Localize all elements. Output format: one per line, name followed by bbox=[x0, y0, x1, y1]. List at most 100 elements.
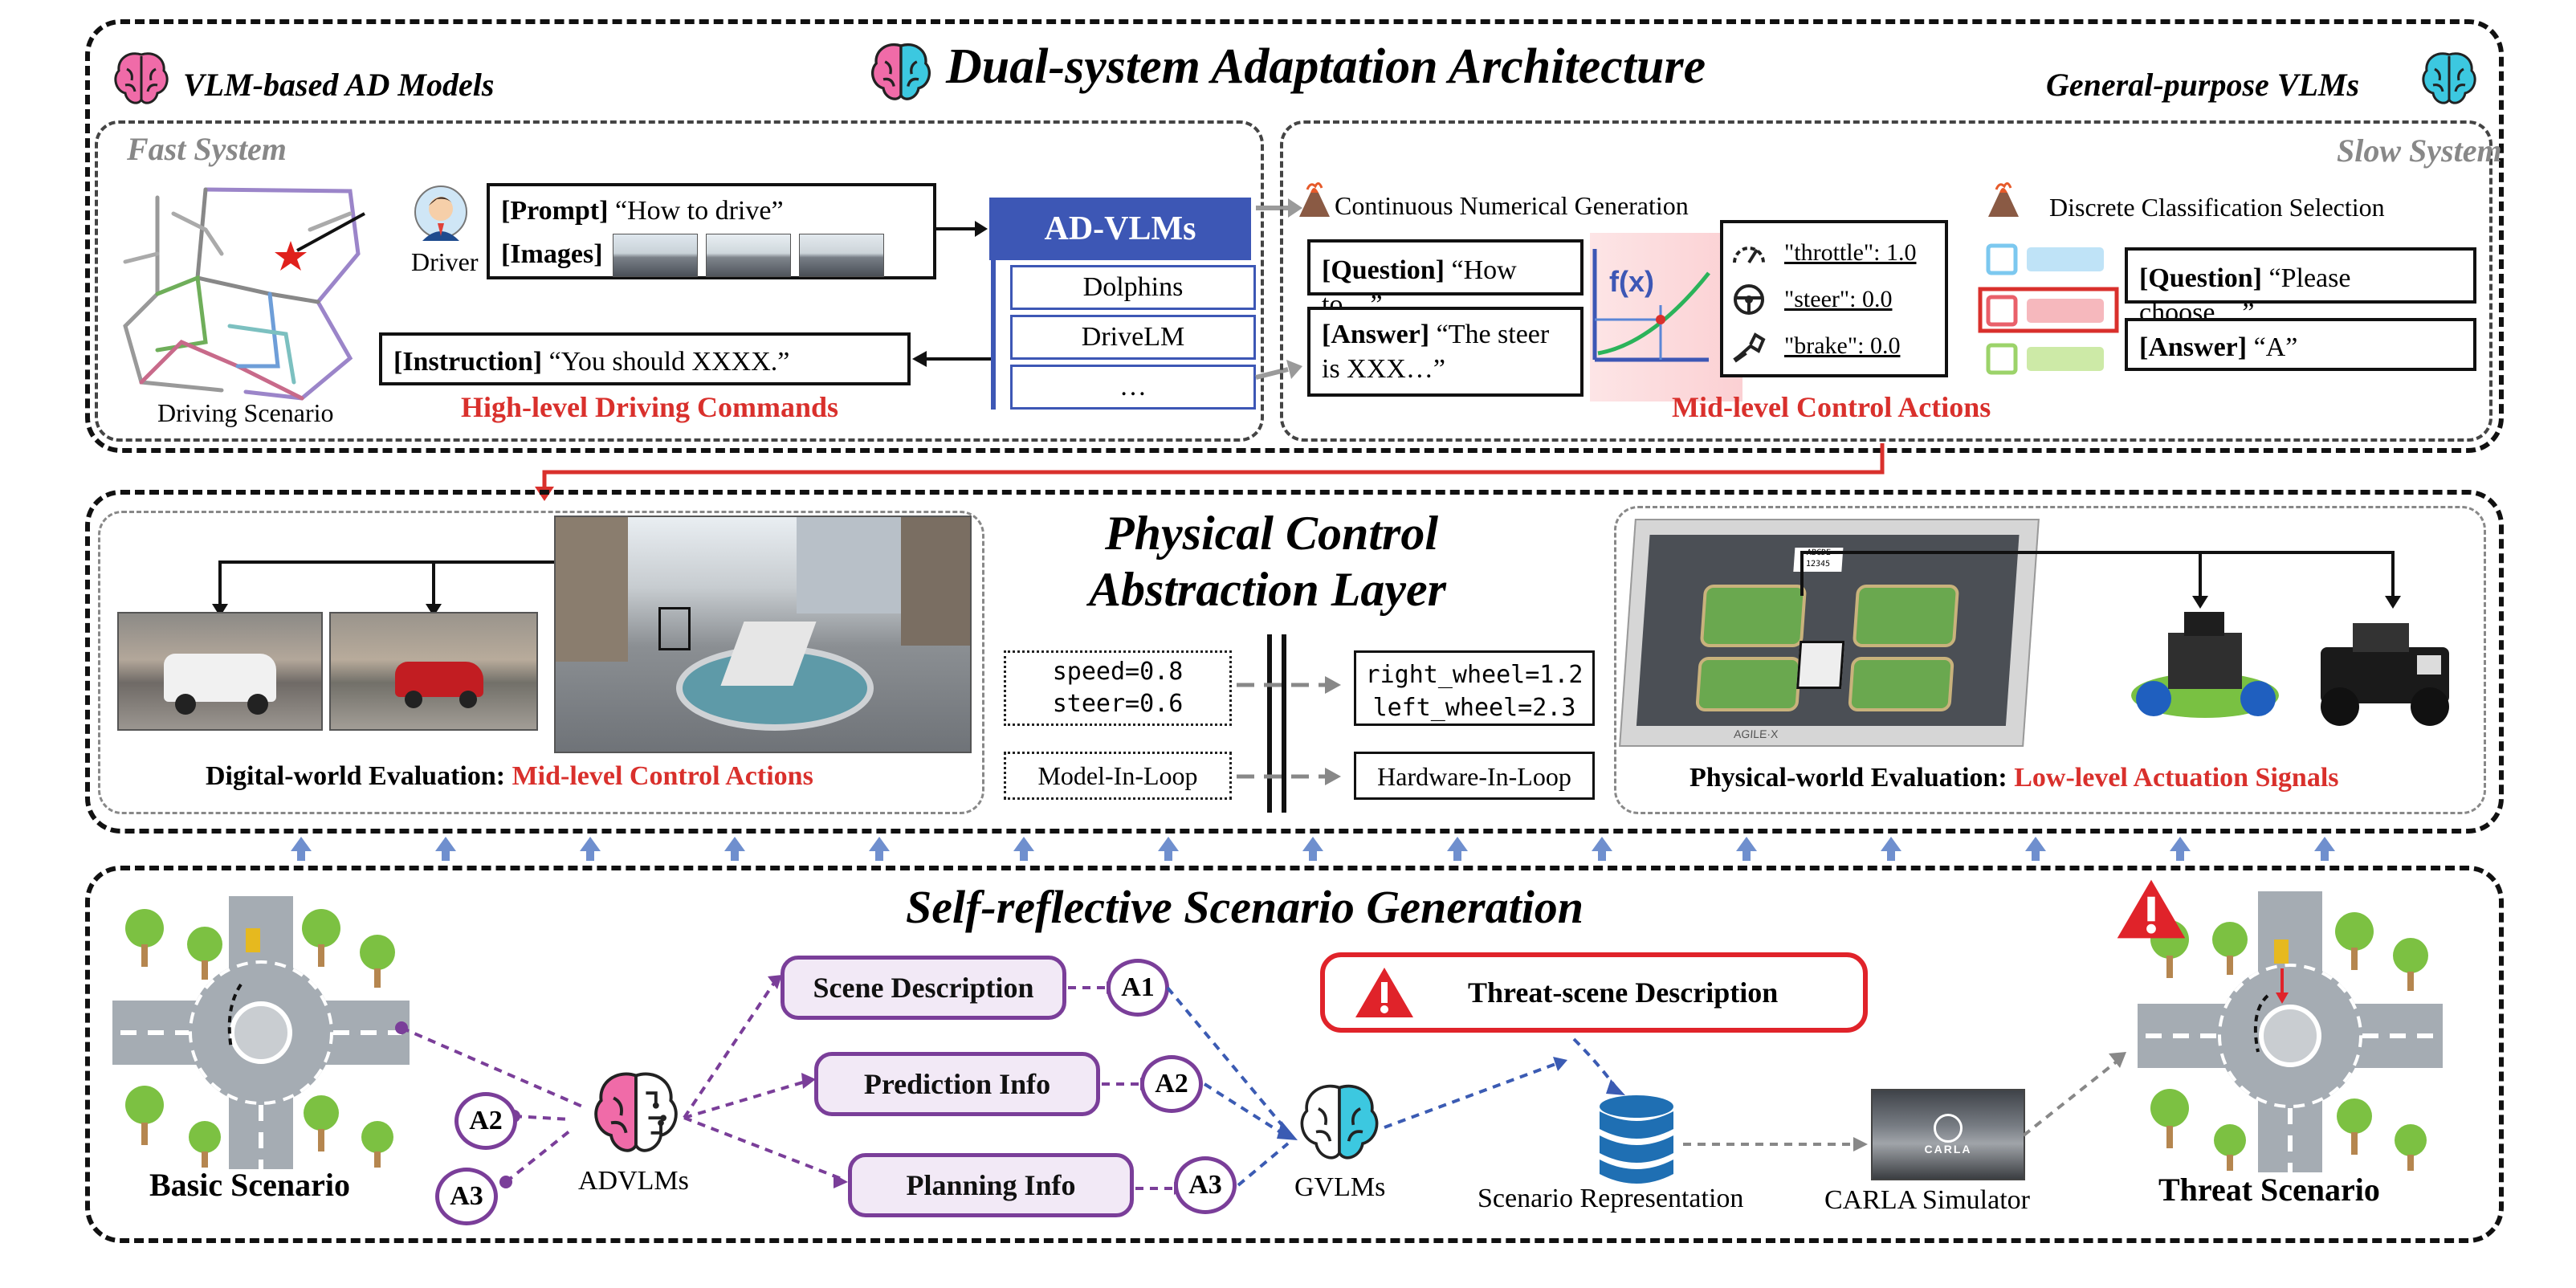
answer-box-continuous: [Answer] “The steer is XXX…” bbox=[1307, 307, 1584, 397]
gray-dashed-arrow-to-threat bbox=[2022, 1052, 2126, 1137]
a2-input-circle: A2 bbox=[454, 1092, 517, 1150]
basic-scenario-label: Basic Scenario bbox=[149, 1167, 350, 1203]
model-in-loop-box: Model-In-Loop bbox=[1004, 752, 1232, 800]
ad-vlms-item-box: … bbox=[1010, 365, 1256, 410]
control-values-box: "throttle": 1.0 "steer": 0.0 "brake": 0.… bbox=[1720, 220, 1948, 377]
answer-text: “The steer is XXX…” bbox=[1322, 320, 1550, 384]
prediction-info-box: Prediction Info bbox=[814, 1052, 1100, 1116]
brake-value: "brake": 0.0 bbox=[1784, 332, 1901, 360]
ad-vlms-item: Dolphins bbox=[1082, 272, 1184, 302]
planning-info-label: Planning Info bbox=[906, 1169, 1076, 1201]
mid-level-label: Mid-level Control Actions bbox=[1672, 391, 1991, 423]
a3-label: A3 bbox=[450, 1181, 483, 1211]
ad-vlms-item-box: Dolphins bbox=[1010, 265, 1256, 310]
hardware-in-loop-box: Hardware-In-Loop bbox=[1354, 752, 1595, 800]
right-heading: General-purpose VLMs bbox=[2046, 67, 2360, 103]
dashed-arrow-code bbox=[1237, 676, 1341, 694]
prompt-tag: [Prompt] bbox=[501, 196, 609, 226]
physical-caption-prefix: Physical-world Evaluation: bbox=[1689, 763, 2015, 793]
question-tag: [Question] bbox=[1322, 255, 1445, 285]
a1-answer-circle: A1 bbox=[1107, 959, 1169, 1017]
gray-dashed-arrow-to-carla bbox=[1683, 1137, 1868, 1151]
ad-vlms-bracket bbox=[991, 260, 996, 410]
colorful-brain-icon bbox=[870, 43, 931, 100]
a3-answer-circle: A3 bbox=[1174, 1156, 1237, 1214]
planning-info-box: Planning Info bbox=[848, 1153, 1134, 1217]
carla-simulator-image: CARLA bbox=[1871, 1089, 2025, 1180]
physical-caption-suffix: Low-level Actuation Signals bbox=[2014, 763, 2339, 793]
carla-logo-label: CARLA bbox=[1924, 1143, 1972, 1156]
speedometer-icon bbox=[1733, 247, 1765, 264]
digital-world-caption: Digital-world Evaluation: Mid-level Cont… bbox=[206, 761, 813, 792]
images-tag: [Images] bbox=[501, 239, 603, 270]
warning-icon bbox=[1355, 968, 1413, 1017]
camera-thumbnail bbox=[798, 233, 884, 277]
a3-label: A3 bbox=[1188, 1170, 1222, 1200]
up-arrow-icon bbox=[2170, 837, 2191, 861]
speed-code: speed=0.8 bbox=[1052, 657, 1184, 686]
ad-vlms-title: AD-VLMs bbox=[1044, 210, 1196, 247]
camera-thumbnail bbox=[705, 233, 791, 277]
green-robot-image bbox=[2131, 612, 2279, 718]
a2-answer-circle: A2 bbox=[1140, 1055, 1203, 1113]
volcano-icon bbox=[1299, 182, 1330, 217]
advlms-label: ADVLMs bbox=[578, 1166, 689, 1196]
a2-label: A2 bbox=[469, 1106, 503, 1135]
question-box-continuous: [Question] “How to…” bbox=[1307, 239, 1584, 320]
driving-scenario-label: Driving Scenario bbox=[157, 398, 334, 427]
scene-description-label: Scene Description bbox=[813, 972, 1034, 1004]
arrow-prompt-to-advlms bbox=[936, 221, 988, 237]
question-box-discrete: [Question] “Please choose…” bbox=[2125, 247, 2476, 328]
ad-vlms-item: … bbox=[1119, 372, 1147, 401]
model-in-loop-label: Model-In-Loop bbox=[1037, 760, 1198, 790]
steer-value: "steer": 0.0 bbox=[1784, 286, 1893, 313]
instruction-box: [Instruction] “You should XXXX.” bbox=[379, 332, 911, 385]
slow-system-label: Slow System bbox=[2337, 132, 2502, 169]
up-arrow-icon bbox=[1736, 837, 1757, 861]
up-arrow-icon bbox=[1302, 837, 1323, 861]
left-heading: VLM-based AD Models bbox=[183, 67, 495, 103]
camera-thumbnail bbox=[612, 233, 698, 277]
blue-dashed-arrows-to-gvlms bbox=[1166, 986, 1298, 1187]
scenario-representation-label: Scenario Representation bbox=[1478, 1184, 1744, 1213]
continuous-label: Continuous Numerical Generation bbox=[1335, 191, 1689, 220]
fx-label: f(x) bbox=[1609, 265, 1654, 298]
instruction-text: “You should XXXX.” bbox=[548, 347, 790, 377]
star-icon bbox=[275, 241, 307, 271]
road-map-image bbox=[123, 187, 365, 401]
code-box-right: right_wheel=1.2 left_wheel=2.3 bbox=[1354, 650, 1595, 726]
answer-text: “A” bbox=[2253, 332, 2298, 362]
answer-tag: [Answer] bbox=[2139, 332, 2248, 362]
steer-code: steer=0.6 bbox=[1052, 690, 1184, 718]
code-box-left: speed=0.8 steer=0.6 bbox=[1004, 650, 1232, 726]
arrow-advlms-to-instruction bbox=[912, 351, 991, 367]
threat-scenario-roundabout bbox=[2138, 891, 2443, 1172]
blue-brain-icon bbox=[2422, 52, 2476, 104]
dual-system-panel bbox=[85, 19, 2504, 453]
throttle-value: "throttle": 1.0 bbox=[1784, 239, 1917, 267]
brake-pedal-icon bbox=[1733, 332, 1766, 363]
up-arrow-icon bbox=[2025, 837, 2046, 861]
pink-brain-icon bbox=[114, 52, 169, 104]
a1-label: A1 bbox=[1121, 972, 1155, 1002]
threat-description-box: Threat-scene Description bbox=[1320, 952, 1868, 1033]
prediction-info-label: Prediction Info bbox=[863, 1068, 1051, 1100]
scenario-generation-panel bbox=[85, 866, 2504, 1243]
white-car-image bbox=[117, 612, 323, 731]
threat-scenario-label: Threat Scenario bbox=[2158, 1172, 2380, 1208]
physical-control-panel bbox=[85, 490, 2504, 834]
up-arrow-icon bbox=[2314, 837, 2335, 861]
driver-avatar-icon bbox=[414, 185, 467, 241]
high-level-commands-label: High-level Driving Commands bbox=[461, 391, 839, 423]
black-robot-image bbox=[2321, 623, 2449, 726]
up-arrow-icon bbox=[435, 837, 456, 861]
roundabout-city-image bbox=[554, 516, 972, 753]
function-graph bbox=[1592, 249, 1710, 362]
physical-world-caption: Physical-world Evaluation: Low-level Act… bbox=[1689, 763, 2339, 793]
left-wheel-code: left_wheel=2.3 bbox=[1372, 693, 1576, 722]
classification-options-icon bbox=[1978, 243, 2119, 375]
fast-system-panel bbox=[95, 120, 1264, 442]
digital-caption-prefix: Digital-world Evaluation: bbox=[206, 761, 512, 791]
hardware-in-loop-label: Hardware-In-Loop bbox=[1377, 762, 1571, 791]
prompt-box: [Prompt] “How to drive” [Images] bbox=[487, 183, 936, 279]
